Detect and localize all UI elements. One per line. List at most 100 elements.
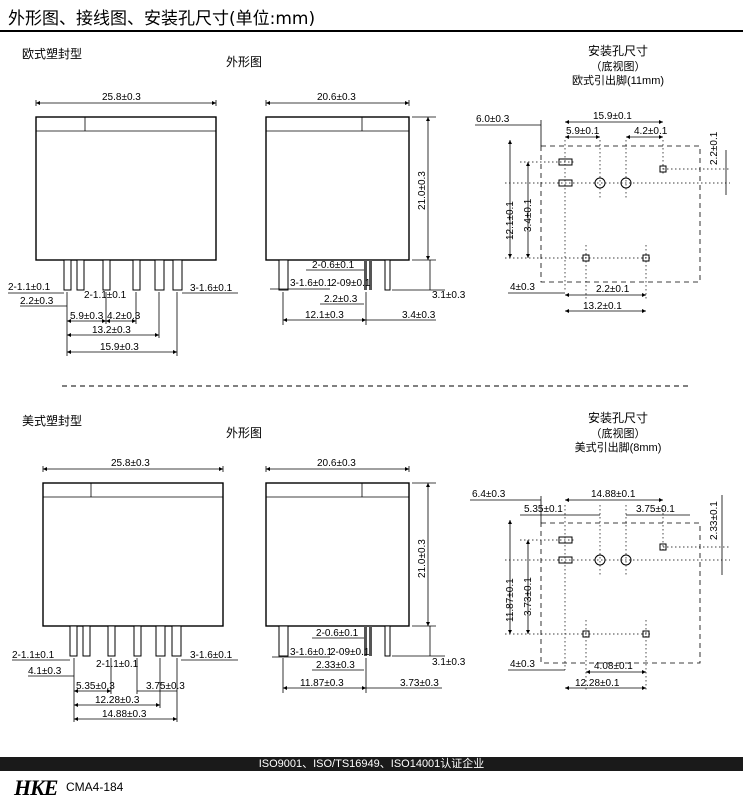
eu-offset-right: 3.4±0.3: [402, 310, 436, 321]
pin-thin: [369, 260, 372, 290]
pin: [155, 625, 166, 657]
us-pin-thk-a: 2-0.6±0.1: [316, 628, 359, 639]
pin: [278, 259, 289, 291]
american-mount-view: 安装孔尺寸 （底视图） 美式引出脚(8mm) 6.4±0.3: [470, 410, 730, 690]
us-mount-left-pitch: 5.35±0.1: [524, 504, 563, 515]
us-mount-bottom-edge: 4±0.3: [510, 659, 535, 670]
european-side-view: 20.6±0.3 21.0±0.3 2-0.6±0.1 3-1.6±0.1 2-…: [265, 92, 466, 325]
mount-outline: [540, 145, 701, 283]
us-pin-offset: 4.1±0.3: [28, 666, 62, 677]
pin: [172, 259, 183, 291]
us-mount-bottom-a: 4.08±0.1: [594, 661, 633, 672]
european-front-view: 25.8±0.3 2-1.1±0.1 2.2±0.3 2-1.1±0.1 3-1…: [8, 92, 238, 356]
mount-outline: [540, 522, 701, 664]
us-front-width: 25.8±0.3: [111, 458, 150, 469]
relay-body-side: [265, 482, 410, 627]
us-pitch-c: 12.28±0.3: [95, 695, 140, 706]
eu-mount-bottom-edge: 4±0.3: [510, 282, 535, 293]
us-side-width: 20.6±0.3: [317, 458, 356, 469]
pin-thin: [364, 626, 367, 656]
us-offset-right: 3.73±0.3: [400, 678, 439, 689]
american-front-view: 25.8±0.3 2-1.1±0.1 4.1±0.3 2-1.1±0.1 3-1…: [12, 458, 238, 722]
us-mount-bottom-total: 12.28±0.1: [575, 678, 620, 689]
eu-pitch-c: 13.2±0.3: [92, 325, 131, 336]
eu-mount-top-span: 15.9±0.1: [593, 111, 632, 122]
us-pin-pitch-mid: 2-1.1±0.1: [96, 659, 139, 670]
page-title: 外形图、接线图、安装孔尺寸(单位:mm): [8, 9, 316, 29]
us-pin-thk-b: 3-1.6±0.1: [290, 647, 333, 658]
relay-body-side: [265, 116, 410, 261]
eu-mount-edge: 6.0±0.3: [476, 114, 510, 125]
us-pin-thk-c: 2-09±0.1: [330, 647, 370, 658]
pin: [171, 625, 182, 657]
us-mount-view: （底视图）: [591, 426, 646, 440]
us-pitch-a: 5.35±0.3: [76, 681, 115, 692]
american-outline-label: 外形图: [226, 426, 262, 440]
pin: [278, 625, 289, 657]
eu-pin-thk-b: 3-1.6±0.1: [290, 278, 333, 289]
eu-mount-view: （底视图）: [591, 59, 646, 73]
model-number: CMA4-184: [66, 780, 124, 794]
us-pin-length: 3.1±0.3: [432, 657, 466, 668]
pin: [69, 625, 78, 657]
pin: [154, 259, 165, 291]
eu-pitch-a: 5.9±0.3: [70, 311, 104, 322]
eu-pin-width-right: 3-1.6±0.1: [190, 283, 233, 294]
relay-body-front: [35, 116, 217, 261]
eu-mount-left-v-inner: 3.4±0.1: [523, 198, 534, 232]
pin: [107, 625, 116, 657]
american-section: 美式塑封型 外形图 25.8±0.3 2-1.1±0.1 4.1±0.3 2-1…: [12, 410, 730, 722]
eu-pitch-total: 15.9±0.3: [100, 342, 139, 353]
us-pitch-total: 14.88±0.3: [102, 709, 147, 720]
european-mount-view: 安装孔尺寸 （底视图） 欧式引出脚(11mm) 6.0±0.3: [475, 43, 730, 313]
us-pin-spacing: 2.33±0.3: [316, 660, 355, 671]
eu-pin-offset: 2.2±0.3: [20, 296, 54, 307]
us-pin-pitch-left: 2-1.1±0.1: [12, 650, 55, 661]
american-section-label: 美式塑封型: [22, 413, 82, 428]
eu-pin-pitch-mid: 2-1.1±0.1: [84, 290, 127, 301]
eu-front-width: 25.8±0.3: [102, 92, 141, 103]
us-mount-pin: 美式引出脚(8mm): [575, 440, 662, 454]
pin: [132, 259, 141, 291]
us-mount-right-v: 2.33±0.1: [709, 501, 720, 540]
pin: [76, 259, 85, 291]
round-hole: [594, 177, 606, 189]
us-mount-title: 安装孔尺寸: [588, 410, 648, 425]
american-side-view: 20.6±0.3 21.0±0.3 2-0.6±0.1 3-1.6±0.1 2-…: [265, 458, 466, 693]
us-mount-left-v-total: 11.87±0.1: [505, 578, 516, 622]
eu-mount-bottom-total: 13.2±0.1: [583, 301, 622, 312]
round-hole: [594, 554, 606, 566]
eu-pin-pitch-left: 2-1.1±0.1: [8, 282, 51, 293]
pin: [133, 625, 142, 657]
us-offset-total: 11.87±0.3: [300, 678, 344, 689]
eu-pin-length: 3.1±0.3: [432, 290, 466, 301]
pin: [384, 259, 391, 291]
relay-body-front: [42, 482, 224, 627]
pin: [384, 625, 391, 657]
title-rule: [0, 30, 743, 32]
european-section: 欧式塑封型 外形图 25.8±0.3 2-1.1±0.1 2.2±0.3 2-1…: [8, 43, 730, 356]
footer-bar: [0, 757, 743, 771]
european-outline-label: 外形图: [226, 55, 262, 69]
us-mount-right-pitch: 3.75±0.1: [636, 504, 675, 515]
company-logo: HKE: [14, 775, 58, 800]
pin-thin: [369, 626, 372, 656]
eu-pin-thk-a: 2-0.6±0.1: [312, 260, 355, 271]
eu-mount-bottom-a: 2.2±0.1: [596, 284, 630, 295]
pin: [82, 625, 91, 657]
us-mount-edge: 6.4±0.3: [472, 489, 506, 500]
eu-offset-total: 12.1±0.3: [305, 310, 344, 321]
eu-mount-pin: 欧式引出脚(11mm): [572, 73, 664, 87]
eu-mount-right-v: 2.2±0.1: [709, 131, 720, 165]
eu-pin-spacing: 2.2±0.3: [324, 294, 358, 305]
us-pitch-b: 3.75±0.3: [146, 681, 185, 692]
eu-mount-right-pitch: 4.2±0.1: [634, 126, 668, 137]
eu-side-width: 20.6±0.3: [317, 92, 356, 103]
eu-mount-title: 安装孔尺寸: [588, 43, 648, 58]
pin: [102, 259, 111, 291]
eu-side-height: 21.0±0.3: [417, 171, 428, 210]
eu-mount-left-v-total: 12.1±0.1: [505, 201, 516, 240]
us-side-height: 21.0±0.3: [417, 539, 428, 578]
us-pin-width-right: 3-1.6±0.1: [190, 650, 233, 661]
